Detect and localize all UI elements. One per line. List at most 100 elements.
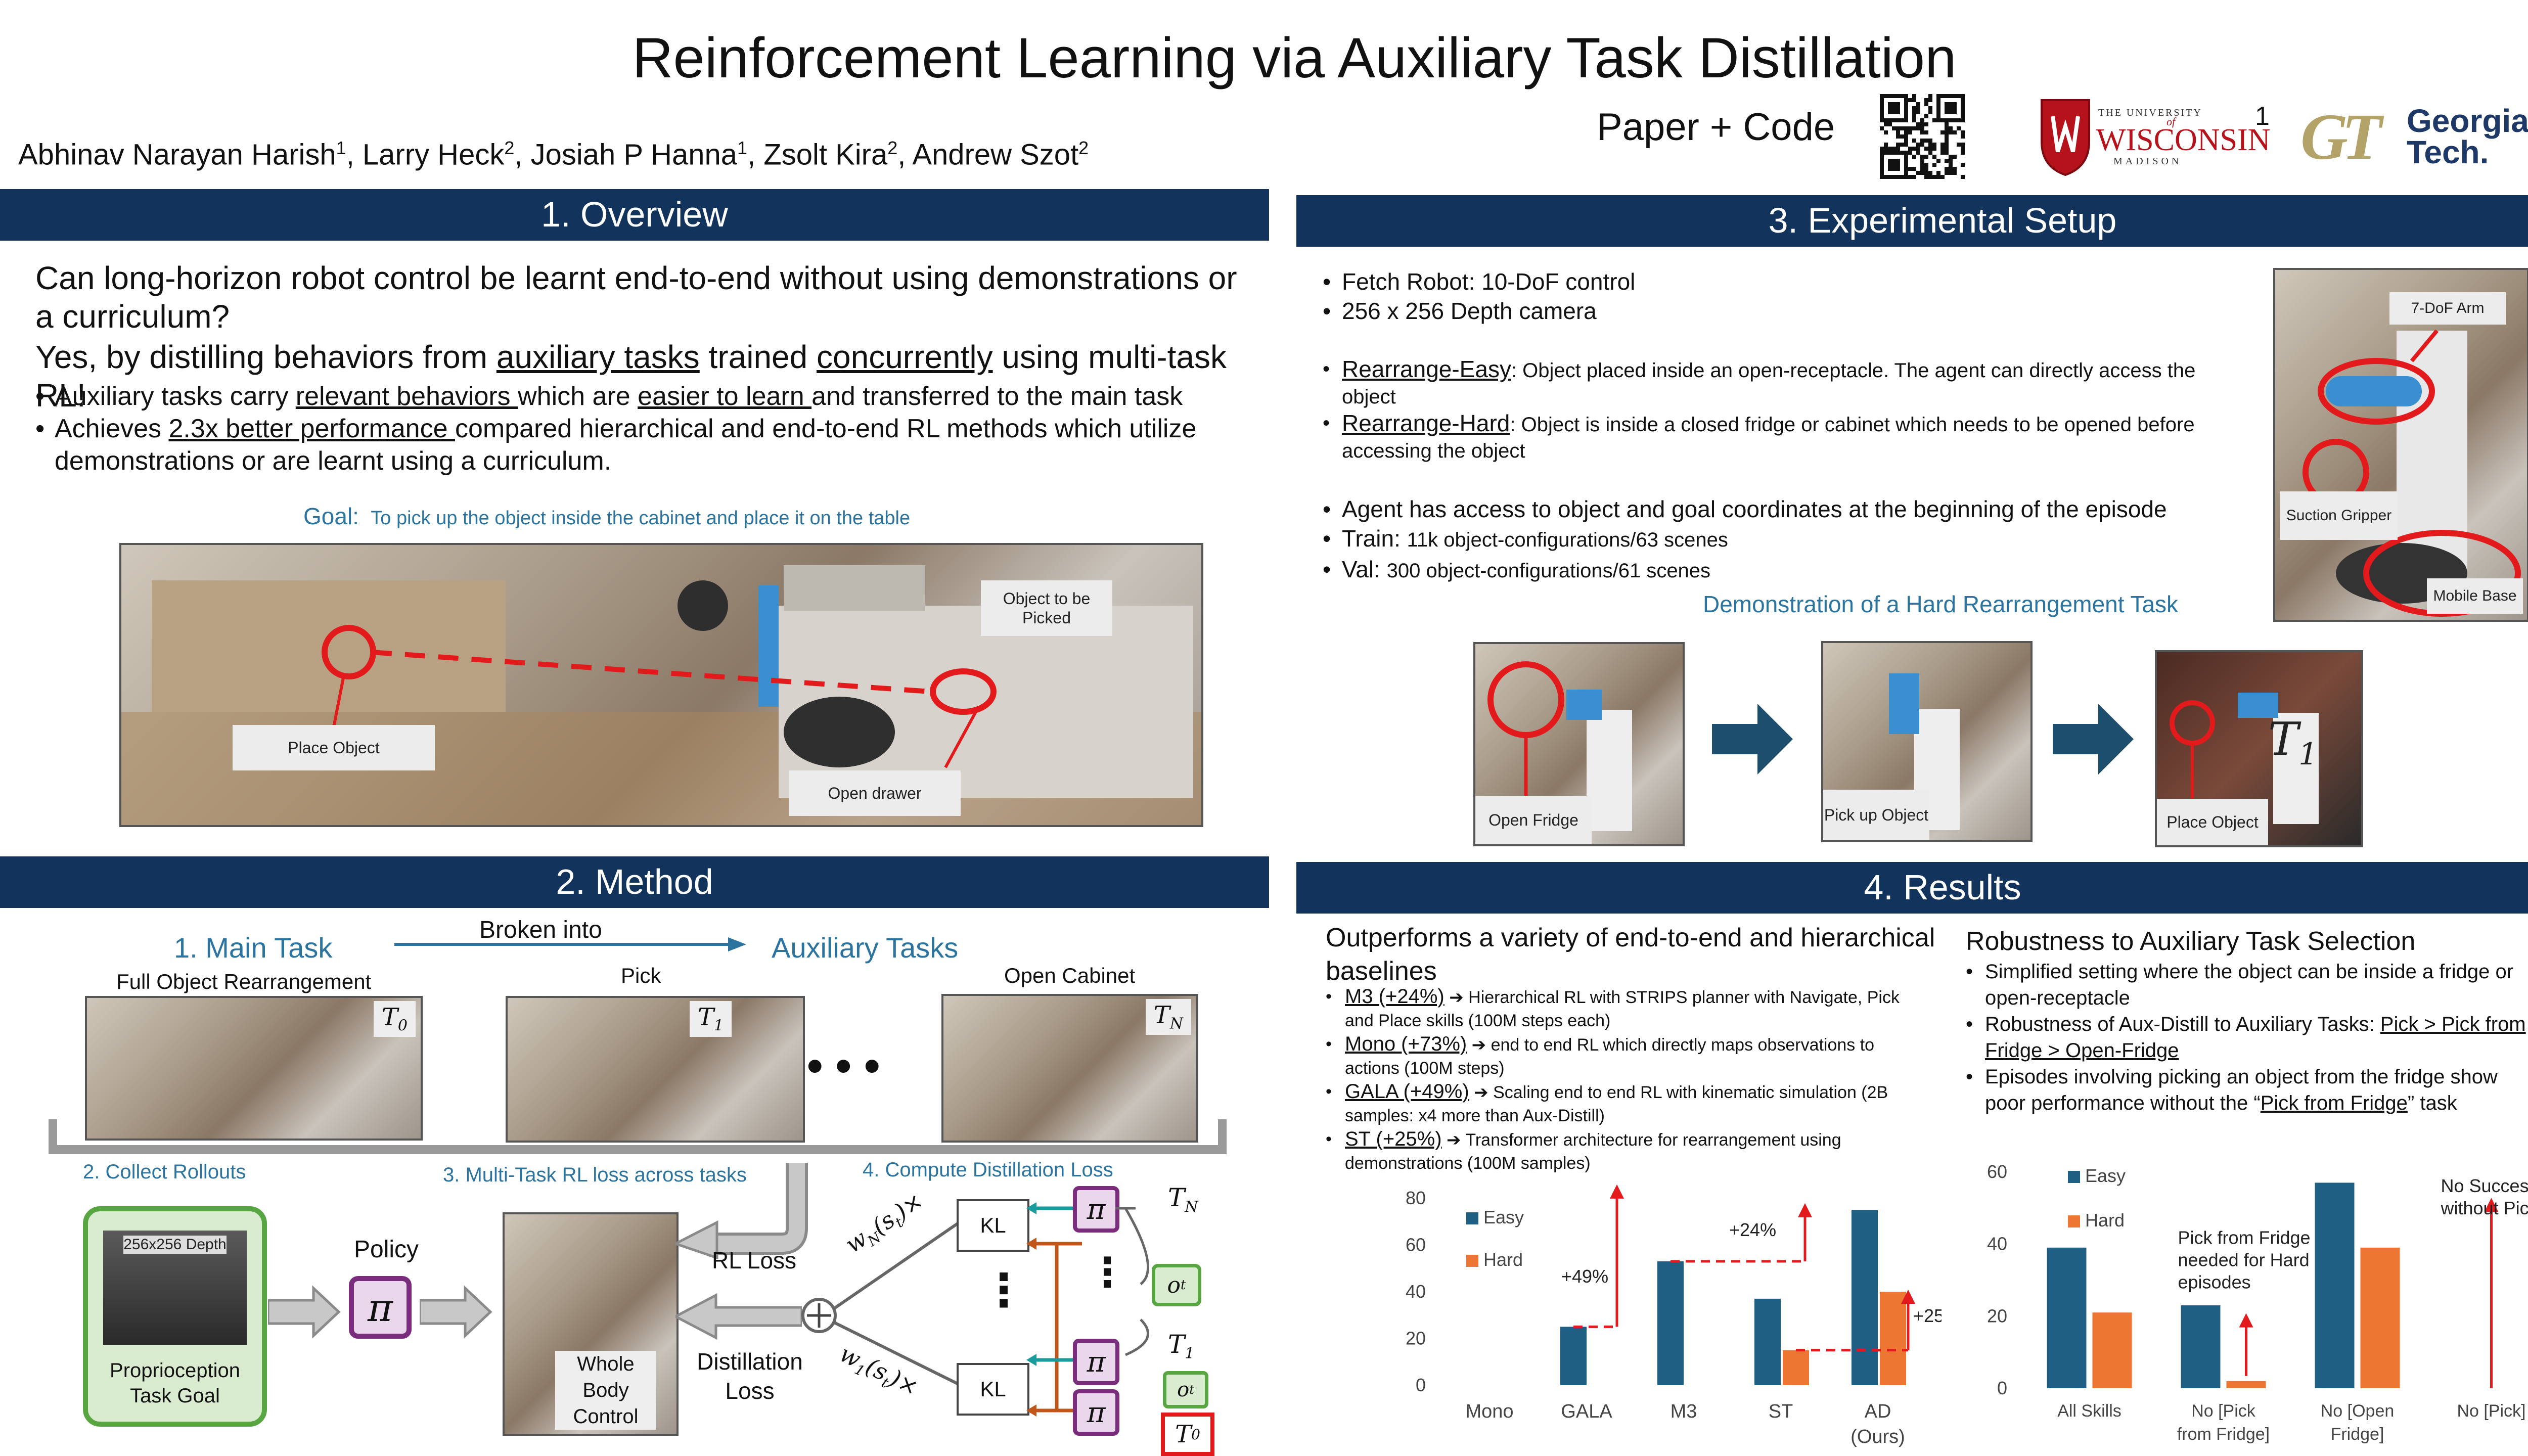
pi-student-bottom: π <box>1073 1389 1119 1436</box>
y-tick-label: 80 <box>1406 1188 1426 1208</box>
goal-label: Goal: <box>303 503 359 529</box>
legend-label-hard: Hard <box>1483 1249 1523 1270</box>
depth-label: 256x256 Depth <box>123 1236 227 1254</box>
arrow-rollout-to-policy <box>268 1285 341 1339</box>
kl-vdots: ⋮ <box>981 1265 1026 1316</box>
bar-easy <box>1657 1261 1684 1385</box>
tn-teacher-label: TN <box>1168 1183 1198 1216</box>
policy-label: Policy <box>354 1236 419 1263</box>
baseline-item: GALA (+49%) ➔ Scaling end to end RL with… <box>1326 1080 1917 1127</box>
annotation-arrowhead <box>2239 1313 2253 1328</box>
uw-logo-bottom: MADISON <box>2113 156 2182 167</box>
y-tick-label: 40 <box>1987 1234 2007 1254</box>
setup-camera: 256 x 256 Depth camera <box>1323 296 2233 326</box>
goal-scene-image: Object to be Picked Place Object Open dr… <box>119 543 1203 827</box>
demo-frame-3: T1 Place Object <box>2155 650 2363 847</box>
author-name: Larry Heck <box>362 138 505 171</box>
x-tick-label: No [Pick] <box>2457 1401 2525 1421</box>
robustness-bullets: Simplified setting where the object can … <box>1966 959 2528 1116</box>
annotation-label: +24% <box>1729 1219 1776 1240</box>
author-list: Abhinav Narayan Harish1, Larry Heck2, Jo… <box>18 138 1089 171</box>
author-name: Andrew Szot <box>912 138 1079 171</box>
demo-label-place: Place Object <box>2157 799 2268 845</box>
setup-bullets-3: Agent has access to object and goal coor… <box>1323 494 2233 585</box>
y-tick-label: 20 <box>1406 1328 1426 1349</box>
y-tick-label: 0 <box>1416 1375 1426 1395</box>
demo-label-open-fridge: Open Fridge <box>1475 796 1592 844</box>
results-left-title: Outperforms a variety of end-to-end and … <box>1326 923 1935 986</box>
setup-goal-coords: Agent has access to object and goal coor… <box>1323 494 2233 524</box>
qr-code[interactable] <box>1880 94 1965 179</box>
x-tick-label: All Skills <box>2057 1401 2121 1421</box>
broken-into-arrow <box>394 937 746 951</box>
distillation-loss-arrow <box>675 1293 802 1340</box>
distillation-loss-label: Distillation Loss <box>697 1348 803 1404</box>
answer-concurrently: concurrently <box>817 339 993 375</box>
setup-header: 3. Experimental Setup <box>1296 195 2528 247</box>
broken-into-label: Broken into <box>479 917 602 943</box>
robot-overlay <box>2303 329 2521 617</box>
rl-loss-arrow <box>675 1163 808 1259</box>
georgia-tech-logo: GT Georgia Tech. <box>2300 99 2528 175</box>
demo-arrow-2 <box>2053 704 2134 775</box>
legend-label-easy: Easy <box>1483 1207 1524 1227</box>
overview-bullets: Auxiliary tasks carry relevant behaviors… <box>35 380 1249 477</box>
demo-label-pick: Pick up Object <box>1823 790 1929 840</box>
bar-hard <box>1783 1350 1809 1385</box>
legend-swatch-easy <box>1466 1212 1478 1224</box>
x-tick-label: (Ours) <box>1850 1426 1905 1447</box>
kl-box-top: KL <box>957 1199 1029 1252</box>
bar-easy <box>2315 1182 2355 1388</box>
setup-val: Val: 300 object-configurations/61 scenes <box>1323 555 2233 585</box>
y-tick-label: 40 <box>1406 1281 1426 1302</box>
task-image-pick: T1 <box>506 996 805 1143</box>
gt-name-2: Tech. <box>2407 134 2489 170</box>
annotation-label: No Successwithout Pick <box>2441 1175 2528 1218</box>
bar-easy <box>1852 1210 1878 1385</box>
caption-full-rearrange: Full Object Rearrangement <box>116 970 372 993</box>
goal-caption: Goal: To pick up the object inside the c… <box>303 503 910 530</box>
callout-place-object: Place Object <box>233 725 435 770</box>
step-distillation: 4. Compute Distillation Loss <box>863 1159 1113 1181</box>
baseline-item: Mono (+73%) ➔ end to end RL which direct… <box>1326 1032 1917 1080</box>
robustness-bullet-3: Episodes involving picking an object fro… <box>1966 1064 2528 1116</box>
uw-logo-main: WISCONSIN <box>2096 123 2271 157</box>
caption-open-cabinet: Open Cabinet <box>1004 964 1136 987</box>
demo-frame-1: Open Fridge <box>1473 642 1685 846</box>
overview-answer: Yes, by distilling behaviors from auxili… <box>35 338 1259 415</box>
answer-text: Yes, by distilling behaviors from <box>35 339 496 375</box>
uw-madison-logo: THE UNIVERSITY of WISCONSIN MADISON <box>2038 96 2270 177</box>
arrow-right-icon: ➔ <box>1441 1130 1461 1150</box>
fetch-robot-image: 7-DoF Arm Suction Gripper Mobile Base <box>2273 268 2528 622</box>
x-tick-label: AD <box>1865 1401 1891 1422</box>
task-image-full: T0 <box>85 996 423 1141</box>
whole-body-control-label: Whole Body Control <box>555 1351 656 1430</box>
author-affil: 2 <box>504 138 515 158</box>
main-task-label: 1. Main Task <box>174 932 333 964</box>
robustness-bullet-2: Robustness of Aux-Distill to Auxiliary T… <box>1966 1011 2528 1064</box>
pi-teacher-mid: π <box>1073 1339 1119 1385</box>
author-affil: 2 <box>887 138 898 158</box>
author-name: Josiah P Hanna <box>530 138 738 171</box>
arrow-right-icon: ➔ <box>1444 988 1464 1007</box>
tn-label: TN <box>1145 999 1191 1035</box>
callout-gripper: Suction Gripper <box>2280 491 2398 540</box>
author-affil: 1 <box>336 138 346 158</box>
annotation-label: +25% <box>1913 1305 1942 1326</box>
annotation-arrowhead <box>2484 1198 2499 1212</box>
setup-easy: Rearrange-Easy: Object placed inside an … <box>1323 356 2233 410</box>
legend-label-hard: Hard <box>2085 1210 2125 1231</box>
proprio-label: Proprioception Task Goal <box>110 1359 240 1407</box>
depth-image: 256x256 Depth <box>103 1231 247 1345</box>
callout-object-to-pick: Object to be Picked <box>981 580 1112 636</box>
setup-bullets-2: Rearrange-Easy: Object placed inside an … <box>1323 356 2233 464</box>
overview-question: Can long-horizon robot control be learnt… <box>35 260 1237 335</box>
obs-feed-lines <box>1115 1207 1150 1356</box>
y-tick-label: 60 <box>1987 1161 2007 1182</box>
overview-header: 1. Overview <box>0 189 1269 241</box>
